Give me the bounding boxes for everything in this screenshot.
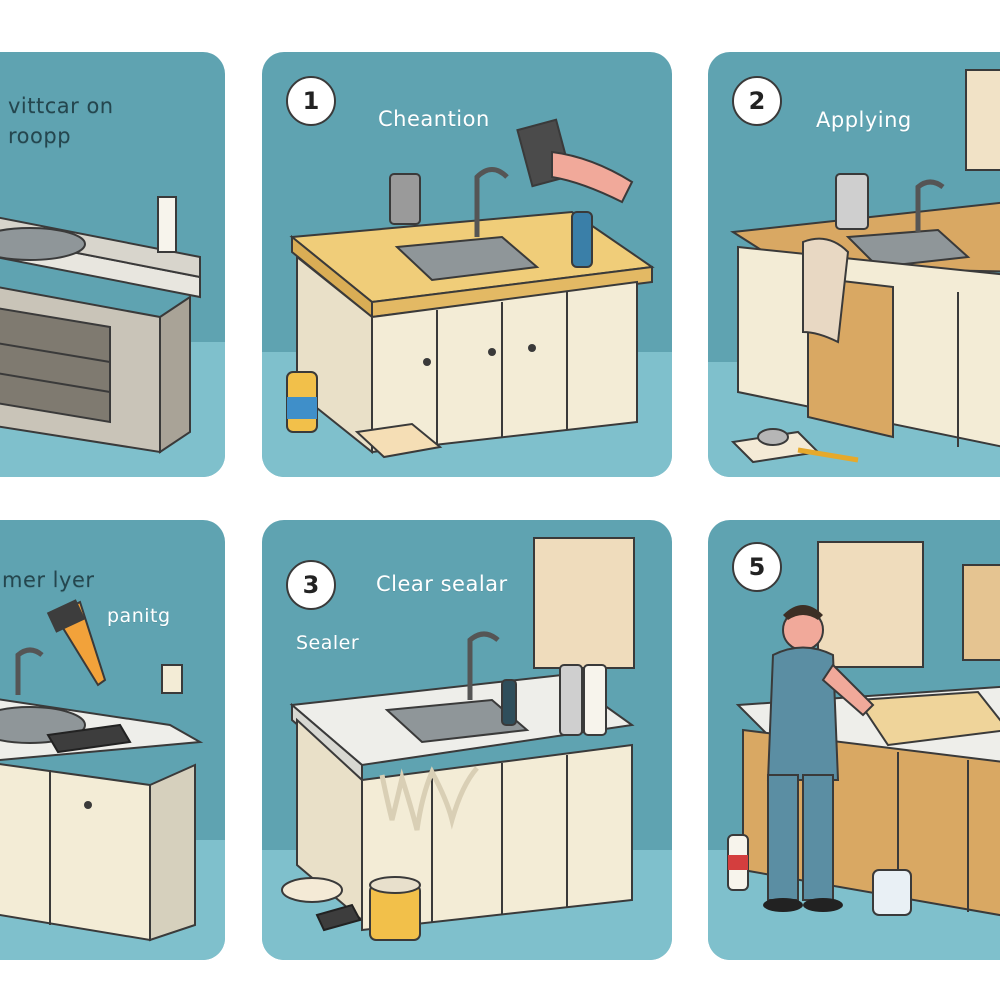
- panel-top-middle: 1 Cheantion: [262, 52, 672, 477]
- caption-primer: mer lyer: [2, 568, 95, 592]
- paper-towel-icon: [157, 196, 177, 253]
- caption-line-1: vittcar on: [8, 94, 114, 118]
- step-badge: 1: [286, 76, 336, 126]
- caption-cheantion: Cheantion: [378, 107, 490, 131]
- sealer-bottle-icon: [501, 679, 517, 726]
- cabinet-illustration-cleaning: [262, 118, 672, 477]
- cabinet-illustration-primer: [0, 599, 225, 960]
- step-badge: 3: [286, 560, 336, 610]
- sample-board-icon: [533, 537, 635, 669]
- panel-bottom-left: mer lyer panitg: [0, 520, 225, 960]
- canister-icon: [389, 173, 421, 225]
- caption-painting: panitg: [107, 605, 171, 627]
- paper-towel-icon: [583, 664, 607, 736]
- sample-board-icon: [817, 541, 924, 668]
- panel-bottom-right: 5: [708, 520, 1000, 960]
- cabinet-illustration-sealer: [262, 537, 672, 960]
- step-badge: 5: [732, 542, 782, 592]
- sample-board-icon: [965, 69, 1000, 171]
- towel-icon: [802, 237, 850, 344]
- panel-top-right: 2 Applying: [708, 52, 1000, 477]
- cabinet-illustration-finishing: [708, 541, 1000, 960]
- cabinet-illustration-applying: [708, 69, 1000, 477]
- worker-figure: [763, 605, 875, 912]
- caption-applying: Applying: [816, 108, 912, 132]
- faucet-icon: [474, 167, 509, 237]
- spray-bottle-icon: [571, 211, 593, 268]
- caption-sealer: Sealer: [296, 632, 360, 654]
- cabinet-illustration-old: [0, 196, 225, 477]
- roller-icon: [797, 447, 859, 463]
- hand-icon: [551, 150, 634, 204]
- paint-can-icon: [757, 428, 789, 446]
- step-badge: 2: [732, 76, 782, 126]
- outlet-icon: [161, 664, 183, 694]
- caption-clear-sealar: Clear sealar: [376, 572, 508, 596]
- brush-icon: [315, 903, 362, 932]
- container-icon: [872, 869, 912, 916]
- cloth-icon: [354, 422, 443, 459]
- panel-bottom-middle: 3 Clear sealar Sealer: [262, 520, 672, 960]
- caption-line-2: roopp: [8, 124, 72, 148]
- sink-icon: [394, 235, 540, 282]
- panel-top-left: vittcar on roopp: [0, 52, 225, 477]
